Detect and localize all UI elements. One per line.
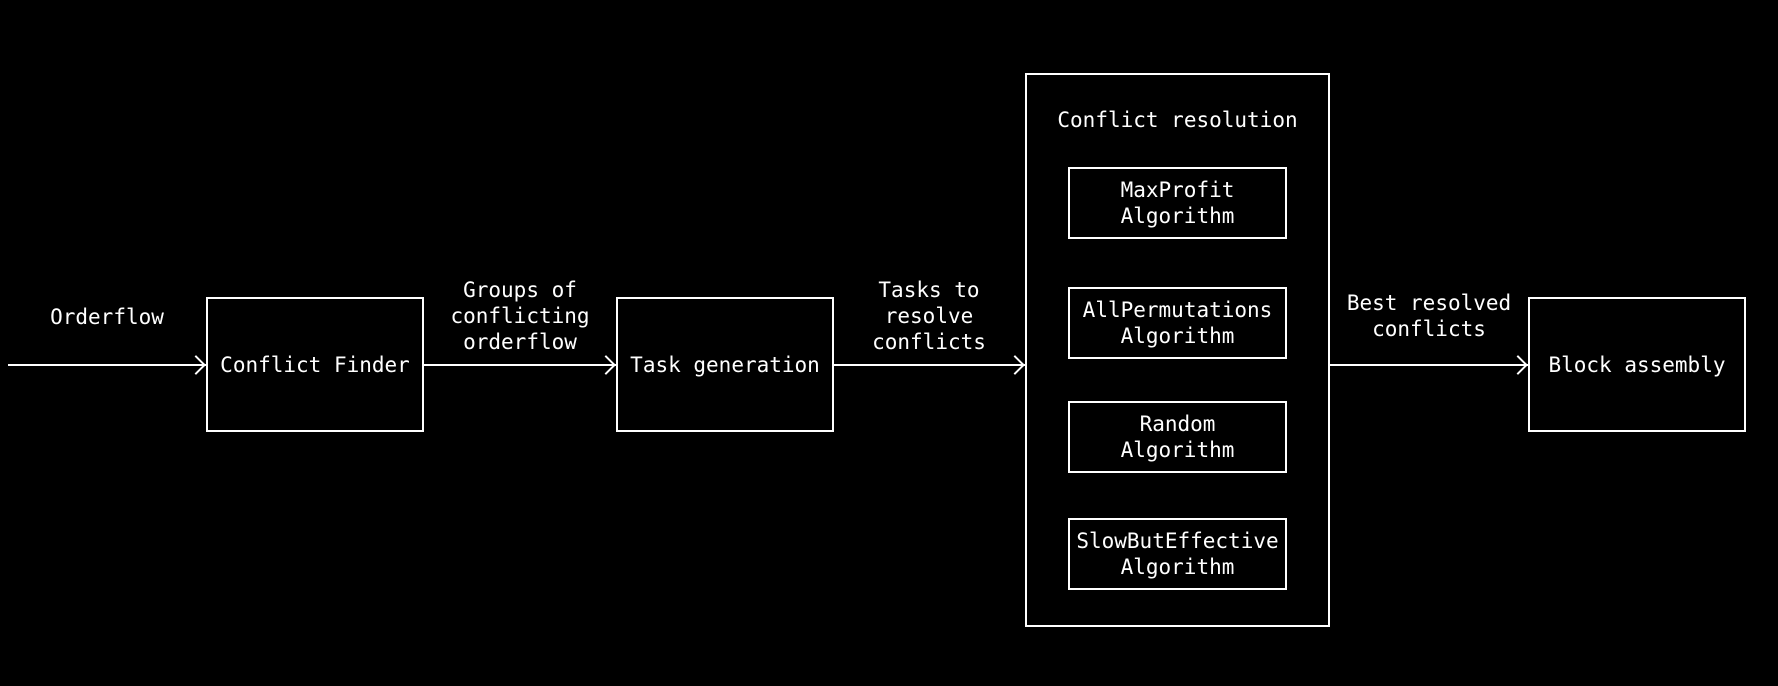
arrow-line xyxy=(424,364,616,366)
node-conflict-finder: Conflict Finder xyxy=(206,297,424,432)
node-label: Task generation xyxy=(630,352,820,377)
arrow-line xyxy=(1330,364,1528,366)
node-label: Block assembly xyxy=(1548,352,1726,377)
arrow-line xyxy=(8,364,206,366)
group-title-conflict-resolution: Conflict resolution xyxy=(1057,108,1298,132)
edge-label-best-resolved-conflicts: Best resolved conflicts xyxy=(1346,291,1512,341)
arrow-orderflow xyxy=(8,352,206,378)
node-allpermutations-algorithm: AllPermutations Algorithm xyxy=(1068,287,1287,359)
node-label: SlowButEffective Algorithm xyxy=(1076,529,1279,579)
node-label: Conflict Finder xyxy=(220,352,410,377)
arrow-groups-of-conflicting-orderflow xyxy=(424,352,616,378)
edge-label-orderflow: Orderflow xyxy=(50,305,164,329)
node-task-generation: Task generation xyxy=(616,297,834,432)
node-maxprofit-algorithm: MaxProfit Algorithm xyxy=(1068,167,1287,239)
arrow-best-resolved-conflicts xyxy=(1330,352,1528,378)
arrowhead-icon xyxy=(1508,355,1528,375)
node-random-algorithm: Random Algorithm xyxy=(1068,401,1287,473)
arrow-tasks-to-resolve-conflicts xyxy=(833,352,1025,378)
arrowhead-icon xyxy=(1005,355,1025,375)
arrowhead-icon xyxy=(186,355,206,375)
node-label: AllPermutations Algorithm xyxy=(1082,298,1273,348)
node-label: Random Algorithm xyxy=(1120,412,1235,462)
edge-label-tasks-to-resolve-conflicts: Tasks to resolve conflicts xyxy=(872,278,986,354)
node-slowbuteffective-algorithm: SlowButEffective Algorithm xyxy=(1068,518,1287,590)
arrowhead-icon xyxy=(596,355,616,375)
node-label: MaxProfit Algorithm xyxy=(1120,178,1235,228)
arrow-line xyxy=(833,364,1025,366)
group-conflict-resolution: Conflict resolution MaxProfit Algorithm … xyxy=(1025,73,1330,627)
node-block-assembly: Block assembly xyxy=(1528,297,1746,432)
edge-label-groups-of-conflicting-orderflow: Groups of conflicting orderflow xyxy=(450,278,590,354)
